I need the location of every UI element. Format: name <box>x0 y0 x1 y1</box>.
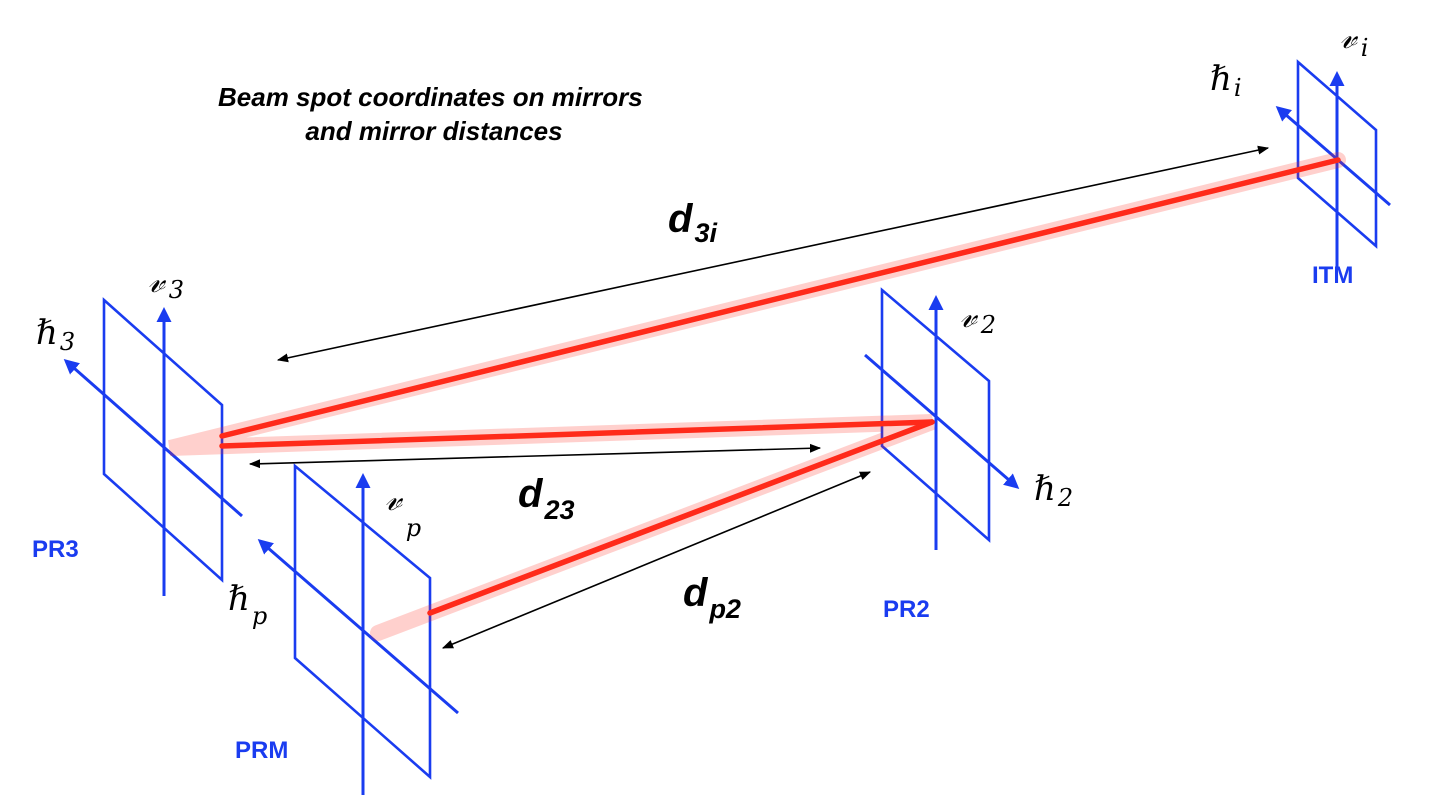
pr2-h-label: ℏ2 <box>1034 469 1073 512</box>
distance-label-d23: d23 <box>518 472 574 525</box>
pr3-h-label: ℏ3 <box>36 313 75 356</box>
distance-arrow-dp2 <box>441 471 872 649</box>
title-line-2: and mirror distances <box>305 116 562 146</box>
laser-beam <box>168 152 1346 641</box>
pr3-label: PR3 <box>32 536 79 563</box>
prm-v-label: 𝓋p <box>385 479 421 542</box>
distance-arrow-d23 <box>248 443 822 469</box>
prm-label: PRM <box>235 737 288 764</box>
distance-arrow-d3i <box>276 145 1270 363</box>
itm-h-label: ℏi <box>1210 59 1242 102</box>
pr3-h-axis-arrow <box>63 359 243 518</box>
title-line-1: Beam spot coordinates on mirrors <box>218 82 643 112</box>
beam-pr3-to-itm <box>219 157 1341 439</box>
diagram-title: Beam spot coordinates on mirrors and mir… <box>218 82 650 146</box>
itm-label: ITM <box>1312 262 1353 289</box>
beam-prm-to-pr2 <box>427 419 935 616</box>
distance-label-dp2: dp2 <box>683 571 741 624</box>
prm-h-label: ℏp <box>228 579 267 630</box>
prm-frame <box>293 463 432 780</box>
beam-glow <box>168 152 1346 641</box>
pr2-h-axis-arrow <box>864 353 1020 489</box>
prm-h-axis-arrow <box>257 539 459 715</box>
itm-h-axis-arrow <box>1275 106 1391 207</box>
distance-label-d3i: d3i <box>668 197 717 248</box>
mirror-prm: 𝓋p ℏp PRM <box>228 463 459 795</box>
itm-frame <box>1296 59 1378 249</box>
beam-pr2-to-pr3 <box>219 419 935 449</box>
pr3-frame <box>102 297 224 583</box>
pr2-label: PR2 <box>883 596 930 623</box>
